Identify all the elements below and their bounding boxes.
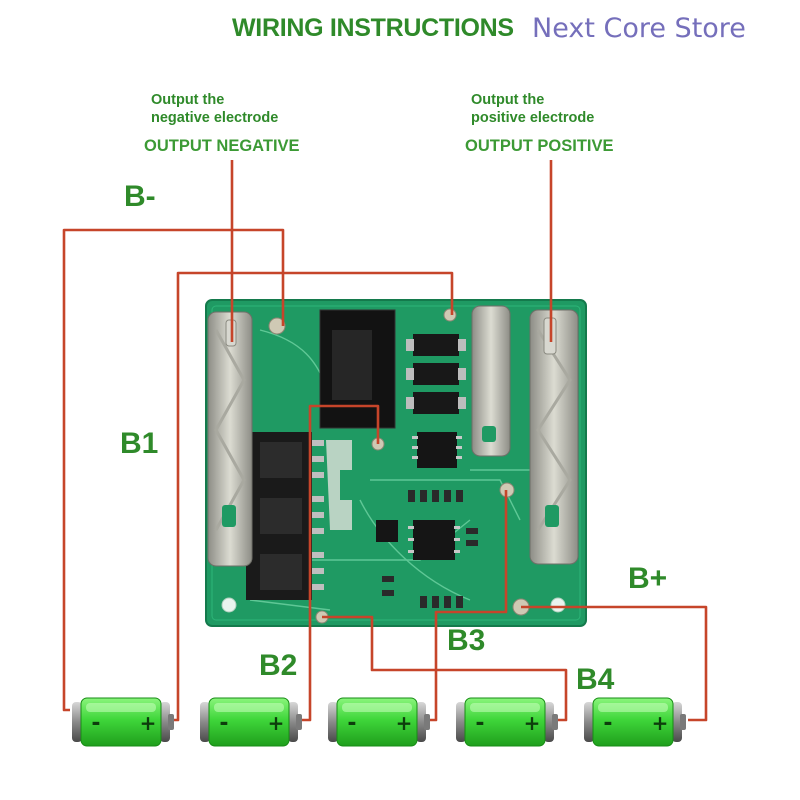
bms-pcb-board bbox=[205, 299, 587, 627]
positive-note-line2: positive electrode bbox=[471, 110, 595, 126]
battery-minus-sign: - bbox=[475, 711, 484, 736]
negative-terminal-clip bbox=[207, 311, 253, 567]
b2-label: B2 bbox=[259, 649, 298, 682]
b-minus-label: B- bbox=[124, 180, 156, 213]
battery-cell: -+ bbox=[456, 697, 558, 747]
positive-output-note: Output the positive electrode bbox=[471, 91, 594, 127]
b1-pad bbox=[443, 308, 457, 322]
negative-note-line2: negative electrode bbox=[151, 110, 279, 126]
b4-label: B4 bbox=[576, 663, 615, 696]
battery-plus-sign: + bbox=[652, 711, 669, 735]
battery-pack: -+-+-+-+-+ bbox=[72, 697, 686, 747]
store-watermark: Next Core Store bbox=[532, 13, 746, 44]
battery-minus-sign: - bbox=[603, 711, 612, 736]
wire-b4 bbox=[322, 615, 568, 722]
wire-b2 bbox=[294, 404, 380, 722]
wire-b3 bbox=[424, 490, 508, 722]
battery-plus-sign: + bbox=[268, 711, 285, 735]
wire-b-plus bbox=[521, 605, 708, 722]
output-positive-label: OUTPUT POSITIVE bbox=[465, 137, 614, 155]
diagram-title: WIRING INSTRUCTIONS bbox=[232, 14, 514, 42]
battery-cell: -+ bbox=[584, 697, 686, 747]
battery-minus-sign: - bbox=[219, 711, 228, 736]
wire-b-minus bbox=[62, 228, 285, 712]
positive-terminal-clip bbox=[529, 309, 579, 565]
b-plus-label: B+ bbox=[628, 562, 668, 595]
positive-note-line1: Output the bbox=[471, 92, 545, 108]
battery-cell: -+ bbox=[200, 697, 302, 747]
battery-plus-sign: + bbox=[140, 711, 157, 735]
battery-cell: -+ bbox=[72, 697, 174, 747]
battery-plus-sign: + bbox=[396, 711, 413, 735]
battery-minus-sign: - bbox=[347, 711, 356, 736]
b3-label: B3 bbox=[447, 624, 486, 657]
battery-plus-sign: + bbox=[524, 711, 541, 735]
output-negative-label: OUTPUT NEGATIVE bbox=[144, 137, 300, 155]
b1-label: B1 bbox=[120, 427, 159, 460]
battery-minus-sign: - bbox=[91, 711, 100, 736]
negative-note-line1: Output the bbox=[151, 92, 225, 108]
battery-cell: -+ bbox=[328, 697, 430, 747]
negative-output-note: Output the negative electrode bbox=[151, 91, 278, 127]
b-minus-pad bbox=[268, 317, 286, 335]
